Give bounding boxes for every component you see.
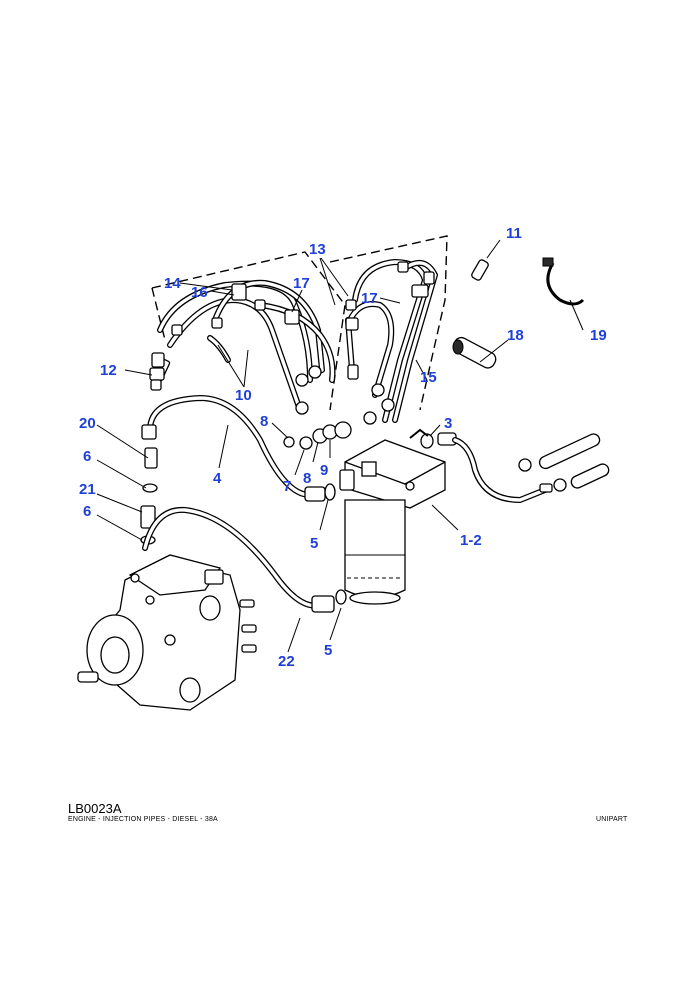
dashed-group-right — [329, 235, 448, 411]
callout-15: 15 — [420, 369, 437, 386]
return-pipe — [452, 437, 553, 503]
sleeve-part — [471, 259, 489, 281]
callout-6-lower: 6 — [83, 503, 91, 520]
pipe-nuts — [171, 261, 435, 425]
banjo-bolt-20 — [142, 447, 158, 493]
hose-clip — [542, 257, 585, 306]
washers — [283, 421, 434, 501]
callout-13: 13 — [309, 241, 326, 258]
callout-6-upper: 6 — [83, 448, 91, 465]
callout-5-upper: 5 — [310, 535, 318, 552]
callout-8-lower: 8 — [303, 470, 311, 487]
dashed-group-left — [151, 251, 346, 411]
callout-10: 10 — [235, 387, 252, 404]
callout-3: 3 — [444, 415, 452, 432]
callout-12: 12 — [100, 362, 117, 379]
pipe-clamp — [452, 336, 497, 369]
leader-lines — [96, 239, 584, 653]
callout-21: 21 — [79, 481, 96, 498]
callout-17-left: 17 — [293, 275, 310, 292]
callout-14: 14 — [164, 275, 181, 292]
callout-7: 7 — [283, 478, 291, 495]
callout-5-lower: 5 — [324, 642, 332, 659]
callout-1-2: 1-2 — [460, 532, 482, 549]
fuel-pipe-4 — [141, 395, 326, 502]
callout-9: 9 — [320, 462, 328, 479]
diagram-code: LB0023A — [68, 801, 122, 816]
callout-19: 19 — [590, 327, 607, 344]
diagram-description: ENGINE - INJECTION PIPES - DIESEL - 38A — [68, 816, 218, 823]
brand-label: UNIPART — [596, 816, 628, 823]
fuel-pipe-22 — [142, 506, 347, 613]
callout-18: 18 — [507, 327, 524, 344]
callout-8-upper: 8 — [260, 413, 268, 430]
callout-11: 11 — [506, 225, 522, 242]
callout-16: 16 — [191, 284, 208, 301]
injector-connector — [149, 352, 171, 391]
hoses — [518, 433, 610, 492]
callout-20: 20 — [79, 415, 96, 432]
clip-3 — [409, 428, 457, 446]
injection-pump — [77, 554, 257, 711]
injector-pipes-left — [157, 279, 336, 413]
callout-4: 4 — [213, 470, 222, 487]
fuel-filter-assembly — [339, 439, 446, 605]
callout-17-right: 17 — [361, 290, 378, 307]
callout-22: 22 — [278, 653, 295, 670]
